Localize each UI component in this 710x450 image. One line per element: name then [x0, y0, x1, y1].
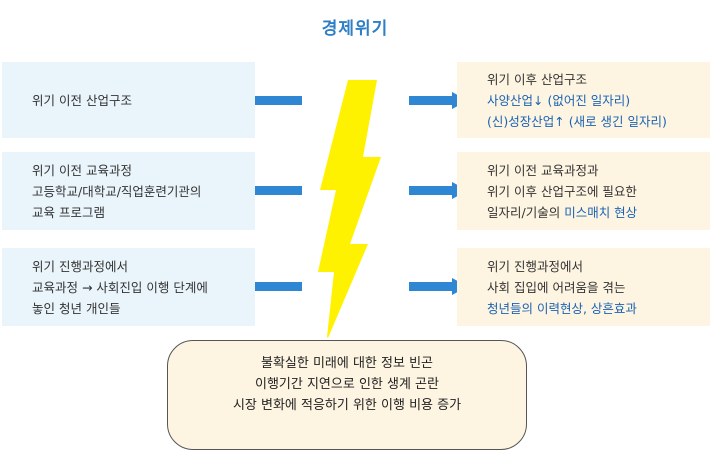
connector-row-3 [255, 278, 468, 295]
left-box-2-line-3: 교육 프로그램 [32, 204, 105, 220]
mismatch-highlight: 미스매치 현상 [564, 204, 638, 220]
right-box-1-declining-industry: 사양산업↓ (없어진 일자리) [487, 92, 631, 108]
left-box-youth-in-transition: 위기 진행과정에서 교육과정 → 사회진입 이행 단계에 놓인 청년 개인들 [2, 248, 255, 326]
diagram-title: 경제위기 [321, 19, 389, 39]
right-box-1-line-1: 위기 이후 산업구조 [487, 71, 587, 87]
bottom-line-3: 시장 변화에 적응하기 위한 이행 비용 증가 [232, 398, 462, 413]
left-box-3-line-2: 교육과정 → 사회진입 이행 단계에 [32, 279, 208, 295]
right-box-3-line-1: 위기 진행과정에서 [487, 258, 583, 274]
right-box-2-line-3: 일자리/기술의 미스매치 현상 [487, 202, 710, 223]
right-box-3-scarring-effects: 청년들의 이력현상, 상흔효과 [487, 300, 637, 316]
bottom-line-2: 이행기간 지연으로 인한 생계 곤란 [255, 377, 439, 392]
left-box-pre-crisis-industry: 위기 이전 산업구조 [2, 62, 255, 138]
lightning-bolt-icon [318, 80, 381, 338]
left-box-pre-crisis-education: 위기 이전 교육과정 고등학교/대학교/직업훈련기관의 교육 프로그램 [2, 152, 255, 230]
right-box-1-growth-industry: (신)성장산업↑ (새로 생긴 일자리) [487, 113, 667, 129]
right-box-post-crisis-industry: 위기 이후 산업구조 사양산업↓ (없어진 일자리) (신)성장산업↑ (새로 … [457, 62, 710, 138]
bottom-summary-box: 불확실한 미래에 대한 정보 빈곤 이행기간 지연으로 인한 생계 곤란 시장 … [167, 340, 527, 450]
bottom-line-1: 불확실한 미래에 대한 정보 빈곤 [260, 356, 433, 371]
right-box-2-line-3-plain: 일자리/기술의 [487, 204, 565, 220]
left-box-3-line-1: 위기 진행과정에서 [32, 258, 128, 274]
right-box-3-line-2: 사회 집입에 어려움을 겪는 [487, 279, 626, 295]
left-box-2-line-2: 고등학교/대학교/직업훈련기관의 [32, 183, 202, 199]
right-box-2-line-2: 위기 이후 산업구조에 필요한 [487, 183, 637, 199]
left-box-3-line-3: 놓인 청년 개인들 [32, 300, 121, 316]
left-box-2-line-1: 위기 이전 교육과정 [32, 162, 132, 178]
right-box-mismatch: 위기 이전 교육과정과 위기 이후 산업구조에 필요한 일자리/기술의 미스매치… [457, 152, 710, 230]
right-box-2-line-1: 위기 이전 교육과정과 [487, 162, 599, 178]
left-box-1-line-1: 위기 이전 산업구조 [32, 92, 132, 108]
right-box-youth-effects: 위기 진행과정에서 사회 집입에 어려움을 겪는 청년들의 이력현상, 상흔효과 [457, 248, 710, 326]
